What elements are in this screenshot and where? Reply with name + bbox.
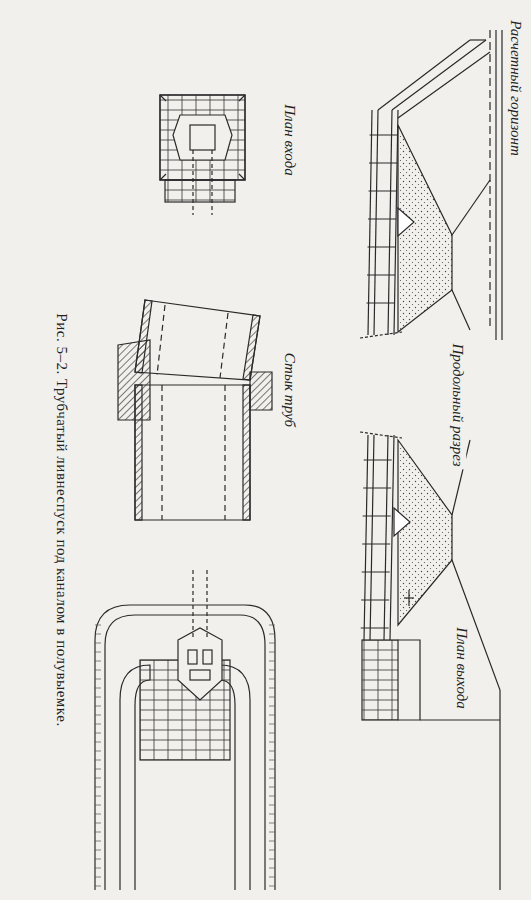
outlet-plan xyxy=(95,570,275,890)
view-label: Стык труб xyxy=(282,350,299,430)
view-label: Расчетный горизонт xyxy=(508,17,525,159)
view-label: План входа xyxy=(282,101,299,178)
inlet-plan xyxy=(160,95,245,215)
view-label: План выхода xyxy=(454,624,471,712)
longitudinal-section xyxy=(360,30,502,890)
figure-caption: Рис. 5–2. Трубчатый ливнеспуск под канал… xyxy=(54,310,71,729)
pipe-joint xyxy=(118,300,272,520)
view-label: Продольный разрез xyxy=(450,340,467,469)
